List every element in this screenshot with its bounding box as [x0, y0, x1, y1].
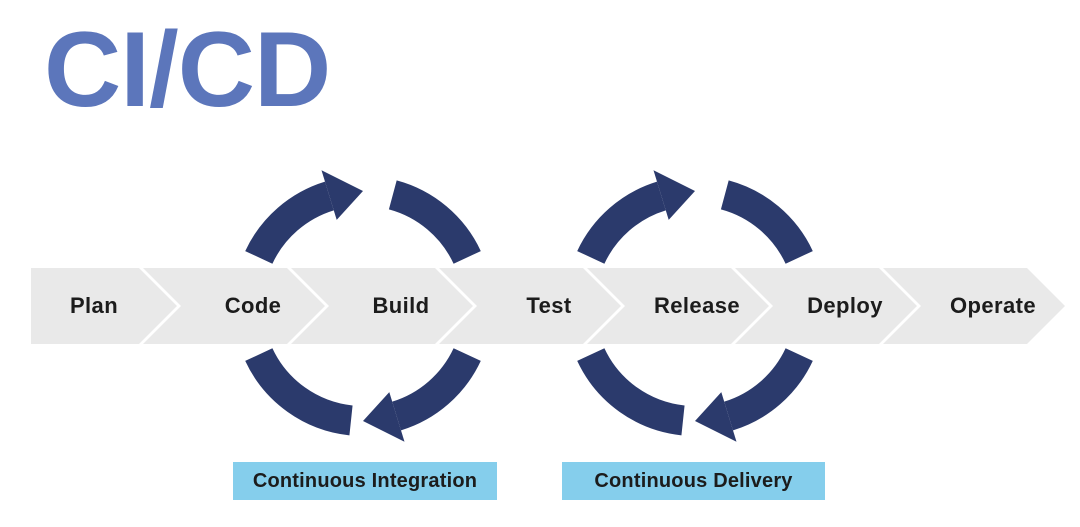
loop-arrowhead-bottom [363, 392, 405, 442]
loop-arrowhead-bottom [695, 392, 737, 442]
page-title: CI/CD [44, 9, 331, 129]
pipeline-stage-release: Release [587, 268, 769, 344]
loop-arcs [577, 180, 813, 436]
pipeline-stage-code: Code [143, 268, 325, 344]
loop-arcs [245, 180, 481, 436]
continuous-delivery-label: Continuous Delivery [562, 462, 825, 500]
loop-arrowhead-top [321, 170, 363, 220]
loop-arrowhead-top [653, 170, 695, 220]
cd-loop-arrows-icon [577, 170, 813, 442]
pipeline: Plan Code Build Test Release Deploy Oper… [31, 268, 1065, 344]
ci-loop-arrows-icon [245, 170, 481, 442]
continuous-integration-label: Continuous Integration [233, 462, 497, 500]
